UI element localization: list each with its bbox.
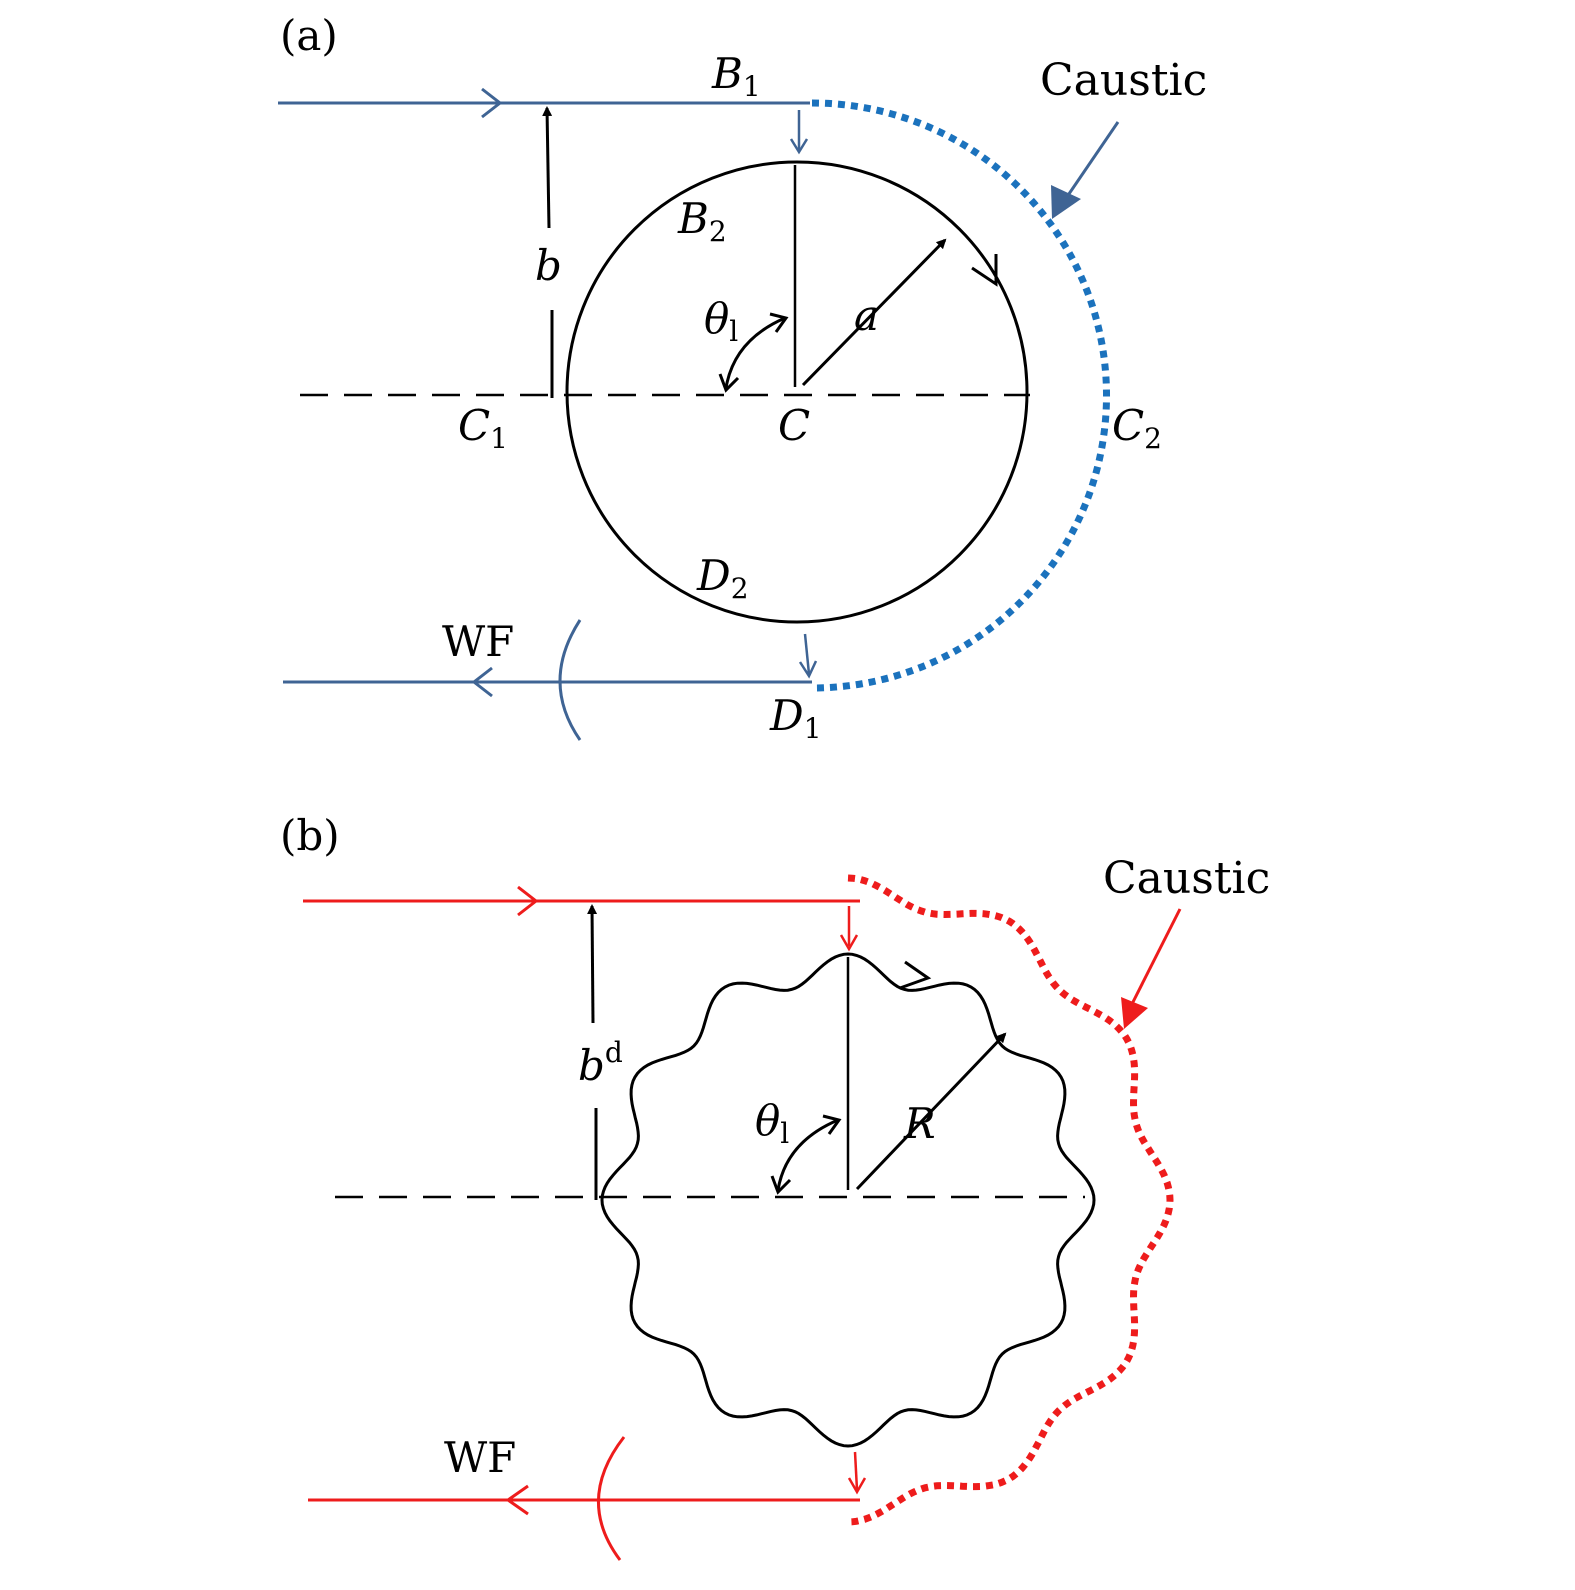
wavefront-b bbox=[596, 1436, 626, 1561]
radius-arrow-b bbox=[855, 1032, 1007, 1191]
label-C1: C1 bbox=[458, 401, 508, 455]
incoming-ray-arrow-b bbox=[517, 885, 539, 917]
caustic-label-a: Caustic bbox=[1040, 55, 1207, 106]
label-R: R bbox=[903, 1099, 936, 1148]
tunnel-arrow-bottom-a bbox=[803, 633, 811, 675]
radius-arrow-a bbox=[801, 238, 947, 387]
label-theta-b: θl bbox=[755, 1096, 789, 1150]
panel-a-tag: (a) bbox=[280, 11, 338, 60]
caustic-a bbox=[811, 99, 1110, 692]
bd-arrow-b bbox=[587, 904, 598, 1024]
theta-arc-a bbox=[724, 316, 786, 389]
label-b-a: b bbox=[535, 241, 562, 290]
tunnel-arrow-bottom-b bbox=[853, 1451, 859, 1491]
label-a-radius: a bbox=[854, 291, 879, 340]
wavefront-a bbox=[558, 619, 582, 741]
label-C: C bbox=[778, 401, 810, 450]
theta-arc-b bbox=[776, 1118, 839, 1191]
label-theta-a: θl bbox=[704, 294, 738, 348]
wf-label-a: WF bbox=[442, 617, 514, 666]
label-bd: bd bbox=[578, 1036, 623, 1090]
panel-b-tag: (b) bbox=[280, 811, 340, 860]
incoming-ray-arrow-a bbox=[481, 87, 503, 119]
outgoing-ray-arrow-b bbox=[505, 1484, 529, 1516]
creeping-arrow-a bbox=[971, 254, 998, 287]
label-D1: D1 bbox=[769, 691, 822, 745]
label-B1: B1 bbox=[711, 49, 761, 103]
caustic-label-b: Caustic bbox=[1103, 853, 1270, 904]
b-arrow-a bbox=[542, 106, 553, 229]
creeping-arrow-b bbox=[899, 960, 932, 990]
outgoing-ray-arrow-a bbox=[471, 666, 493, 698]
deformed-body-b bbox=[600, 952, 1096, 1448]
panel-b: (b) bbox=[280, 811, 1270, 1561]
label-D2: D2 bbox=[696, 551, 749, 605]
caustic-b bbox=[847, 874, 1174, 1526]
wf-label-b: WF bbox=[444, 1433, 516, 1482]
label-C2: C2 bbox=[1112, 401, 1162, 455]
sphere-a bbox=[565, 160, 1029, 624]
panel-a: (a) bbox=[278, 11, 1207, 745]
caustic-pointer-b bbox=[1130, 908, 1182, 1005]
label-B2: B2 bbox=[677, 194, 727, 248]
